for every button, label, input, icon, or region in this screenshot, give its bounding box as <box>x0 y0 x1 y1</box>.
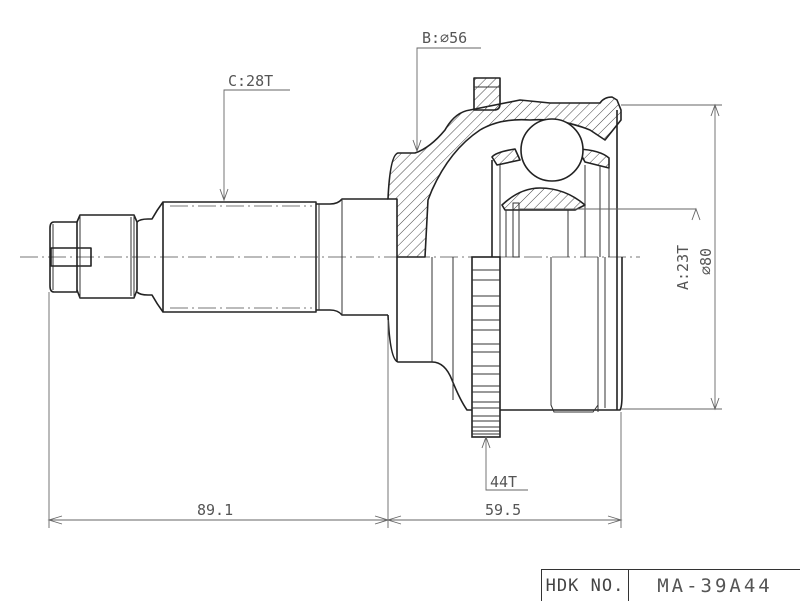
ball-bearing <box>520 118 584 182</box>
abs-teeth-label: 44T <box>490 473 517 491</box>
inner-race-assembly <box>491 118 610 258</box>
shaft-length-label: 89.1 <box>197 501 233 519</box>
title-block: HDK NO. MA-39A44 <box>541 569 800 601</box>
abs-tone-ring <box>471 256 501 438</box>
bell-diameter-leader <box>416 47 481 151</box>
bell-length-label: 59.5 <box>485 501 521 519</box>
outer-diameter-label: ⌀80 <box>697 248 715 275</box>
shaft-spline-leader <box>223 89 290 200</box>
inner-spline-label: A:23T <box>674 245 692 290</box>
part-number: MA-39A44 <box>657 574 773 597</box>
shaft-spline-label: C:28T <box>228 72 273 90</box>
bell-diameter-label: B:⌀56 <box>422 29 467 47</box>
abs-teeth-leader <box>485 437 528 491</box>
shaft-stub <box>49 198 388 316</box>
title-block-label: HDK NO. <box>542 570 629 601</box>
outer-bell-housing <box>387 77 623 413</box>
